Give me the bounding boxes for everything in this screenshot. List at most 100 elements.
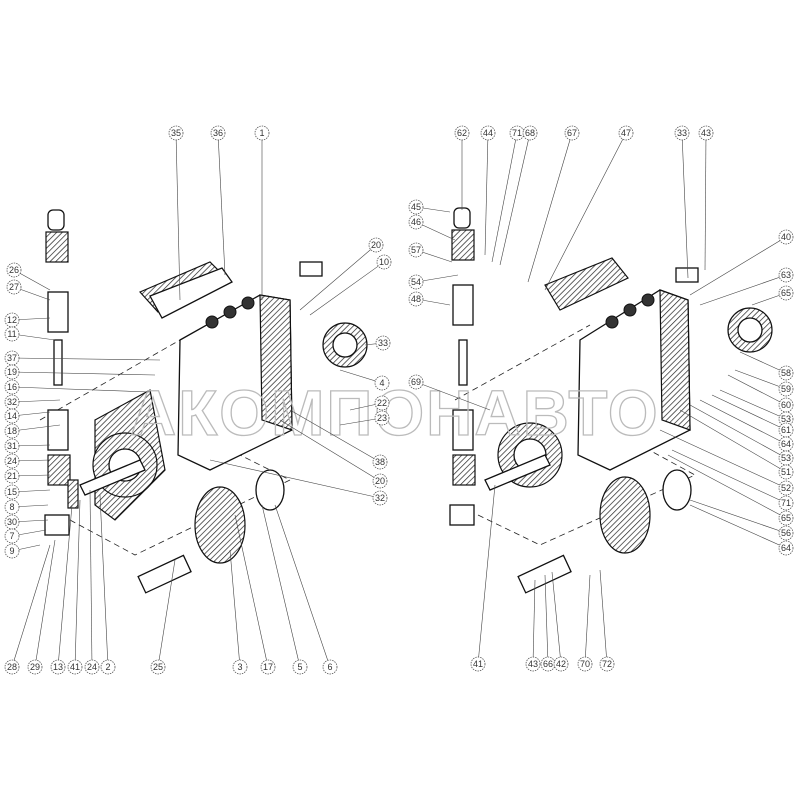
delivery-valve-holder bbox=[453, 207, 471, 229]
callout-number: 43 bbox=[528, 659, 538, 669]
callout-circle bbox=[778, 495, 794, 511]
leader-line bbox=[209, 459, 381, 499]
tappet bbox=[44, 514, 70, 536]
right-callout-64: 64 bbox=[778, 436, 794, 452]
callout-number: 37 bbox=[7, 353, 17, 363]
right-callout-70: 70 bbox=[577, 656, 593, 672]
left-callout-20: 20 bbox=[368, 237, 384, 253]
callout-number: 64 bbox=[781, 439, 791, 449]
bolt bbox=[675, 267, 699, 283]
left-callout-37: 37 bbox=[4, 350, 20, 366]
callout-number: 18 bbox=[7, 426, 17, 436]
right-callout-48: 48 bbox=[408, 291, 424, 307]
left-callout-31: 31 bbox=[4, 438, 20, 454]
callout-circle bbox=[374, 395, 390, 411]
callout-number: 57 bbox=[411, 245, 421, 255]
control-sleeve bbox=[47, 409, 69, 451]
callout-number: 16 bbox=[7, 382, 17, 392]
callout-number: 41 bbox=[473, 659, 483, 669]
top-cover-plate bbox=[544, 257, 629, 311]
callout-circle bbox=[454, 125, 470, 141]
callout-circle bbox=[368, 237, 384, 253]
callout-number: 41 bbox=[70, 662, 80, 672]
callout-number: 65 bbox=[781, 513, 791, 523]
bolt bbox=[299, 261, 323, 277]
callout-circle bbox=[67, 659, 83, 675]
coupling-ring bbox=[662, 469, 692, 511]
callout-number: 5 bbox=[297, 662, 302, 672]
callout-circle bbox=[778, 365, 794, 381]
callout-circle bbox=[778, 480, 794, 496]
left-callout-12: 12 bbox=[4, 312, 20, 328]
left-callout-7: 7 bbox=[4, 528, 20, 544]
callout-number: 69 bbox=[411, 377, 421, 387]
left-callout-22: 22 bbox=[374, 395, 390, 411]
leader-line bbox=[175, 132, 181, 301]
callout-number: 71 bbox=[512, 128, 522, 138]
leader-line bbox=[229, 549, 241, 668]
callout-number: 68 bbox=[525, 128, 535, 138]
callout-number: 45 bbox=[411, 202, 421, 212]
left-callout-28: 28 bbox=[4, 659, 20, 675]
callout-number: 65 bbox=[781, 288, 791, 298]
callout-circle bbox=[408, 374, 424, 390]
callout-number: 8 bbox=[9, 502, 14, 512]
right-callout-46: 46 bbox=[408, 214, 424, 230]
left-callout-1: 1 bbox=[254, 125, 270, 141]
callout-circle bbox=[322, 659, 338, 675]
valve-body bbox=[45, 231, 69, 263]
plunger bbox=[458, 339, 468, 386]
leader-line bbox=[477, 484, 496, 665]
right-callout-54: 54 bbox=[408, 274, 424, 290]
callout-circle bbox=[4, 423, 20, 439]
tappet bbox=[449, 504, 475, 526]
leader-line bbox=[217, 132, 226, 276]
callout-number: 27 bbox=[9, 282, 19, 292]
callout-circle bbox=[210, 125, 226, 141]
right-callout-69: 69 bbox=[408, 374, 424, 390]
leader-line bbox=[11, 399, 61, 403]
leader-line bbox=[681, 132, 689, 279]
right-callout-53: 53 bbox=[778, 450, 794, 466]
callout-circle bbox=[408, 199, 424, 215]
callout-number: 33 bbox=[677, 128, 687, 138]
left-callout-9: 9 bbox=[4, 543, 20, 559]
leader-line bbox=[279, 419, 381, 482]
left-callout-23: 23 bbox=[374, 410, 390, 426]
bearing-cover-bore bbox=[332, 332, 358, 358]
control-sleeve bbox=[452, 409, 474, 451]
left-callout-2: 2 bbox=[100, 659, 116, 675]
leader-line bbox=[57, 504, 73, 668]
callout-number: 10 bbox=[379, 257, 389, 267]
callout-circle bbox=[372, 473, 388, 489]
left-callout-25: 25 bbox=[150, 659, 166, 675]
callout-number: 36 bbox=[213, 128, 223, 138]
left-callout-6: 6 bbox=[322, 659, 338, 675]
leader-line bbox=[11, 544, 51, 668]
delivery-valve-holder bbox=[47, 209, 65, 231]
callout-number: 47 bbox=[621, 128, 631, 138]
callout-number: 15 bbox=[7, 487, 17, 497]
left-callout-27: 27 bbox=[6, 279, 22, 295]
right-callout-71: 71 bbox=[509, 125, 525, 141]
left-callout-30: 30 bbox=[4, 514, 20, 530]
callout-number: 58 bbox=[781, 368, 791, 378]
right-callout-61: 61 bbox=[778, 422, 794, 438]
left-pump-assembly bbox=[39, 209, 368, 594]
leader-line bbox=[551, 571, 562, 665]
leader-line bbox=[699, 399, 787, 445]
callout-circle bbox=[50, 659, 66, 675]
leader-line bbox=[584, 574, 591, 665]
bore bbox=[205, 315, 219, 329]
leader-line bbox=[704, 132, 707, 271]
callout-circle bbox=[698, 125, 714, 141]
callout-circle bbox=[4, 659, 20, 675]
callout-circle bbox=[778, 464, 794, 480]
leader-line bbox=[599, 569, 608, 665]
right-callout-63: 63 bbox=[778, 267, 794, 283]
bore bbox=[241, 296, 255, 310]
callout-number: 9 bbox=[9, 546, 14, 556]
leader-line bbox=[157, 559, 176, 668]
callout-number: 38 bbox=[375, 457, 385, 467]
callout-circle bbox=[577, 656, 593, 672]
